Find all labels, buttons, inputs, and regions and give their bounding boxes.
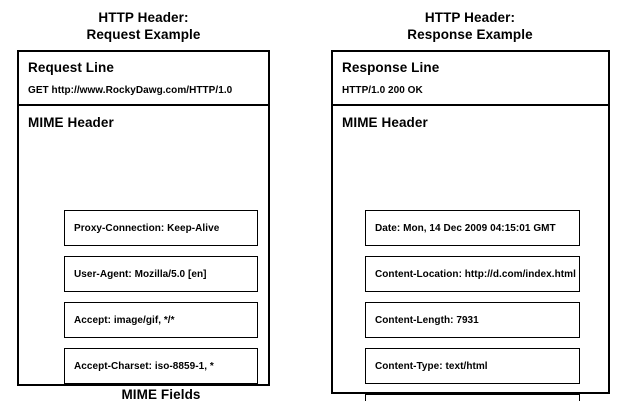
response-line-section: Response Line HTTP/1.0 200 OK [333,52,608,106]
response-title-line-1: HTTP Header: [424,10,516,25]
response-mime-field-proxy-connection: Proxy-Connection: close [365,394,580,401]
request-line-value: GET http://www.RockyDawg.com/HTTP/1.0 [28,85,233,96]
response-mime-field-date: Date: Mon, 14 Dec 2009 04:15:01 GMT [365,210,580,246]
response-mime-header-section: MIME Header [333,106,608,132]
response-title-line-2: Response Example [407,27,533,42]
response-mime-header-heading: MIME Header [342,115,428,130]
request-mime-header-heading: MIME Header [28,115,114,130]
request-mime-header-section: MIME Header [19,106,268,132]
response-mime-field-content-location: Content-Location: http://d.com/index.htm… [365,256,580,292]
request-mime-field-accept-charset: Accept-Charset: iso-8859-1, * [64,348,258,384]
request-panel-box: Request Line GET http://www.RockyDawg.co… [17,50,270,401]
request-mime-fields-caption: MIME Fields [121,387,201,401]
request-line-heading: Request Line [28,60,114,75]
request-mime-field-accept: Accept: image/gif, */* [64,302,258,338]
response-line-value: HTTP/1.0 200 OK [342,85,423,96]
request-title-line-2: Request Example [86,27,201,42]
response-line-heading: Response Line [342,60,440,75]
request-title-line-1: HTTP Header: [98,10,189,25]
response-mime-field-content-type: Content-Type: text/html [365,348,580,384]
response-mime-field-content-length: Content-Length: 7931 [365,302,580,338]
request-line-section: Request Line GET http://www.RockyDawg.co… [19,52,268,106]
request-panel-title: HTTP Header: Request Example [17,9,270,43]
request-mime-field-user-agent: User-Agent: Mozilla/5.0 [en] [64,256,258,292]
response-panel-box: Response Line HTTP/1.0 200 OK MIME Heade… [331,50,610,401]
request-mime-field-proxy-connection: Proxy-Connection: Keep-Alive [64,210,258,246]
response-panel-title: HTTP Header: Response Example [331,9,609,43]
